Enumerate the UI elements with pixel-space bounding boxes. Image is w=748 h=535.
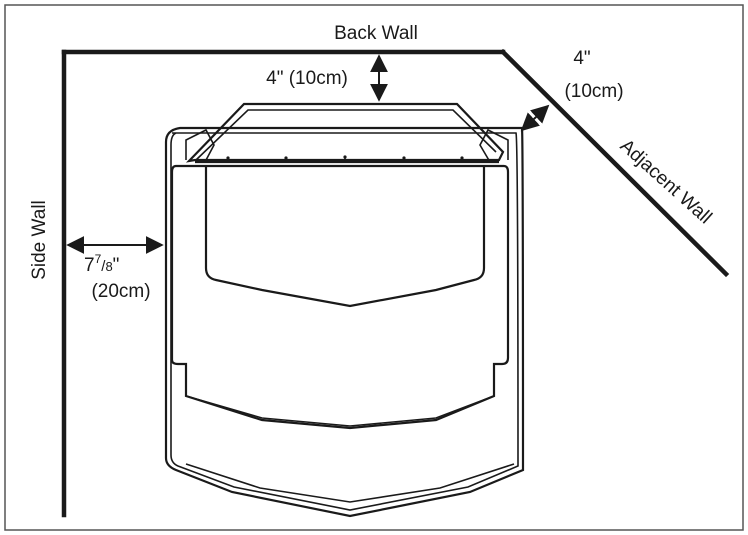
appliance-panel	[170, 164, 510, 430]
appliance-inner-edge	[170, 132, 519, 511]
appliance-well	[204, 166, 486, 308]
appliance-body	[164, 126, 525, 518]
right-shoulder	[479, 128, 509, 163]
base-curve	[185, 463, 515, 503]
left-shoulder	[185, 128, 215, 163]
lid-inner-edge	[195, 109, 497, 161]
corner-clearance-inch-label: 4"	[573, 48, 590, 69]
back-clearance-label: 4" (10cm)	[266, 68, 348, 89]
side-wall-label: Side Wall	[29, 200, 50, 280]
image-frame	[4, 4, 744, 531]
adjacent-wall-line	[499, 48, 730, 278]
lid-ticks	[226, 155, 464, 162]
appliance-lid	[185, 102, 505, 163]
corner-clearance-cm-label: (10cm)	[564, 81, 623, 102]
back-wall-label: Back Wall	[334, 23, 418, 44]
side-clearance-label: 77/8" (20cm)	[84, 252, 151, 302]
corner-clearance-arrow	[520, 104, 550, 132]
svg-text:(20cm): (20cm)	[91, 281, 150, 302]
front-edge-curve	[185, 395, 495, 427]
svg-text:77/8": 77/8"	[84, 252, 119, 276]
